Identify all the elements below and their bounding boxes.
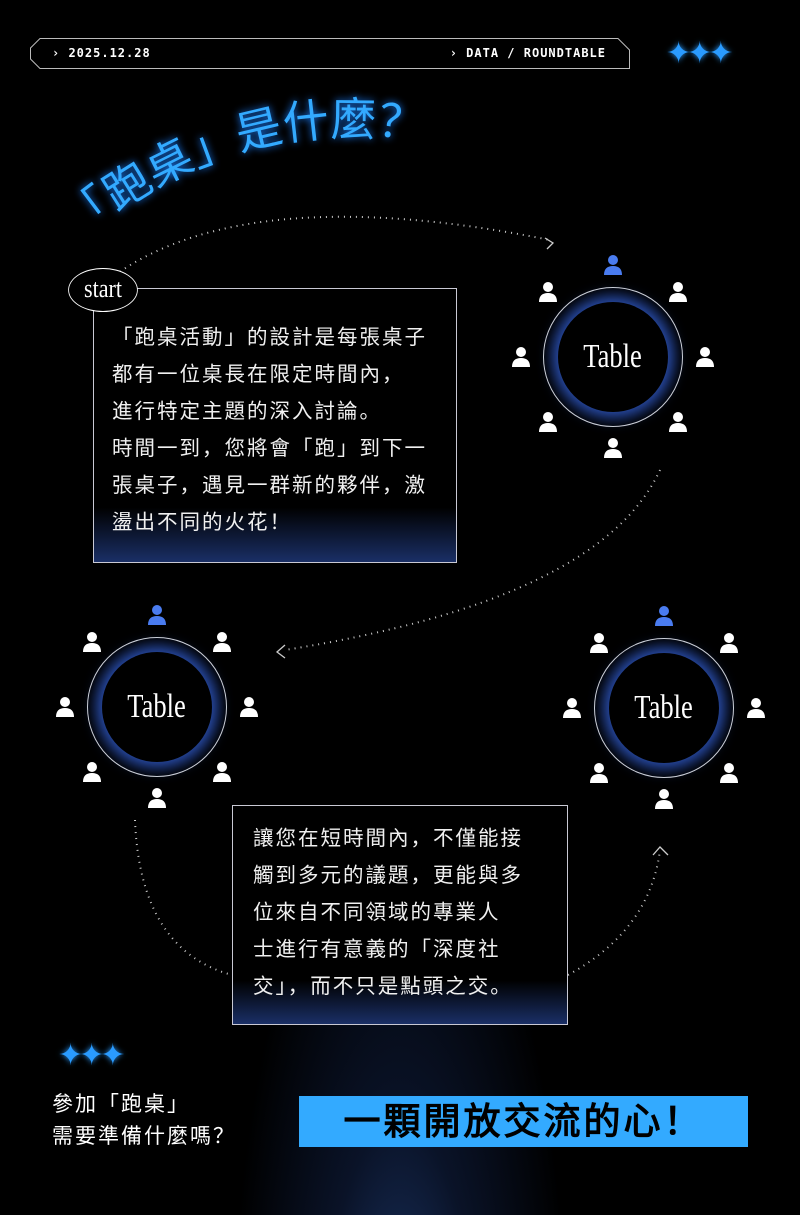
person-icon (668, 281, 688, 303)
text-line: 士進行有意義的「深度社 (253, 937, 501, 961)
text-line: 盪出不同的火花！ (112, 510, 292, 534)
date-label: › 2025.12.28 (52, 46, 151, 60)
person-icon (239, 696, 259, 718)
text-line: 觸到多元的議題，更能與多 (253, 863, 523, 887)
person-icon (55, 696, 75, 718)
text-line: 交」，而不只是點頭之交。 (253, 974, 513, 998)
person-icon (654, 788, 674, 810)
answer-banner: 一顆開放交流的心！ (299, 1096, 748, 1147)
person-icon (511, 346, 531, 368)
person-icon (538, 281, 558, 303)
text-line: 位來自不同領域的專業人 (253, 900, 501, 924)
person-icon (212, 631, 232, 653)
person-icon (603, 437, 623, 459)
person-icon (589, 762, 609, 784)
category-label: › DATA / ROUNDTABLE (449, 46, 606, 60)
text-line: 張桌子，遇見一群新的夥伴，激 (112, 473, 427, 497)
table-label: Table (583, 338, 643, 375)
person-icon (82, 631, 102, 653)
table-label: Table (634, 689, 694, 726)
sparkle-icon: ✦✦✦ (58, 1038, 125, 1073)
round-table: Table (87, 637, 227, 777)
start-badge: start (68, 268, 138, 312)
person-icon (562, 697, 582, 719)
question-line: 參加「跑桌」 (52, 1092, 190, 1116)
dotted-path (114, 215, 551, 276)
table-host-icon (147, 604, 167, 626)
person-icon (746, 697, 766, 719)
text-line: 都有一位桌長在限定時間內， (112, 362, 405, 386)
question-line: 需要準備什麼嗎？ (52, 1124, 236, 1148)
person-icon (147, 787, 167, 809)
person-icon (589, 632, 609, 654)
page-title: 「跑桌」是什麼？ (54, 92, 428, 248)
text-line: 進行特定主題的深入討論。 (112, 399, 382, 423)
dotted-path (134, 819, 233, 976)
table-host-icon (654, 605, 674, 627)
dotted-path (284, 469, 661, 651)
table-host-icon (603, 254, 623, 276)
person-icon (719, 762, 739, 784)
text-line: 讓您在短時間內，不僅能接 (253, 826, 523, 850)
round-table: Table (543, 287, 683, 427)
dotted-path (567, 849, 661, 976)
person-icon (695, 346, 715, 368)
text-line: 「跑桌活動」的設計是每張桌子 (112, 325, 427, 349)
round-table: Table (594, 638, 734, 778)
person-icon (82, 761, 102, 783)
person-icon (719, 632, 739, 654)
question: 參加「跑桌」 需要準備什麼嗎？ (52, 1088, 236, 1152)
benefit-box: 讓您在短時間內，不僅能接觸到多元的議題，更能與多位來自不同領域的專業人士進行有意… (232, 805, 568, 1025)
sparkle-icon: ✦✦✦ (666, 36, 733, 71)
person-icon (668, 411, 688, 433)
intro-box: 「跑桌活動」的設計是每張桌子都有一位桌長在限定時間內， 進行特定主題的深入討論。時… (93, 288, 457, 563)
table-label: Table (127, 688, 187, 725)
person-icon (212, 761, 232, 783)
header-bar: › 2025.12.28 › DATA / ROUNDTABLE (30, 38, 630, 69)
person-icon (538, 411, 558, 433)
text-line: 時間一到，您將會「跑」到下一 (112, 436, 427, 460)
